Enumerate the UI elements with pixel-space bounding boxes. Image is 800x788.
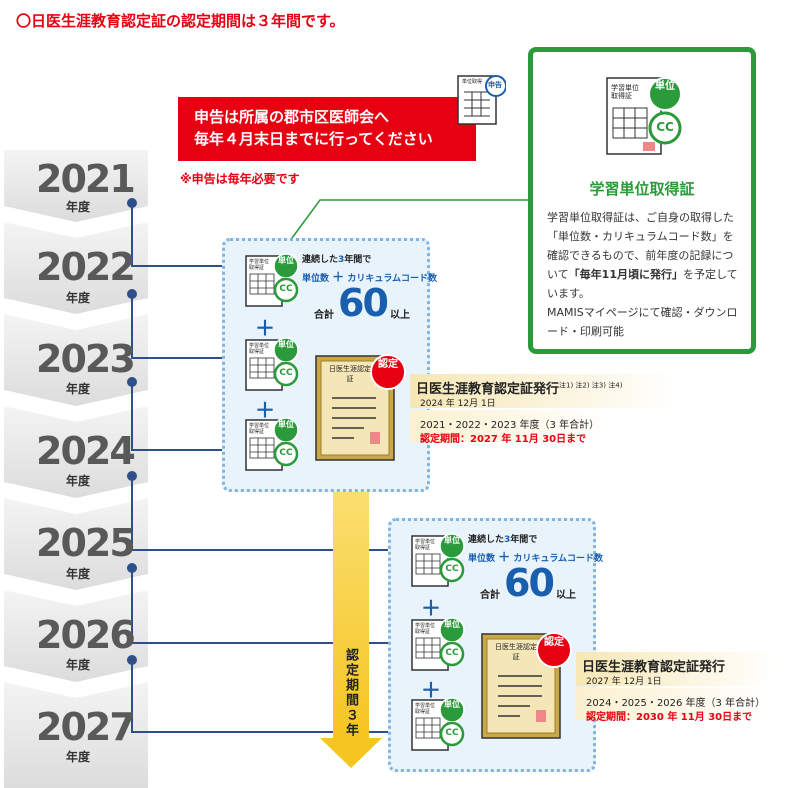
learning-cert-text: 学習単位取得証は、ご自身の取得した「単位数・カリキュラムコード数」を確認できるも… [547, 211, 738, 338]
year-unit: 年度 [66, 658, 91, 672]
unit-card: 学習単位取得証 単位 CC [244, 334, 300, 394]
icon-label: 学習単位取得証 [611, 84, 639, 100]
year-unit: 年度 [66, 567, 91, 581]
cycle-2-total-suffix: 以上 [556, 590, 576, 601]
unit-card: 学習単位取得証 単位 CC [244, 250, 300, 310]
cycle-1-issue-date: 2024 年 12月 1日 [420, 399, 496, 409]
year-2027: 2027 [36, 705, 136, 749]
badge-top: 単位 [655, 81, 675, 92]
chevron-2026 [4, 590, 148, 682]
cycle-1-issue-head [410, 374, 678, 408]
plus-icon: ＋ [255, 316, 275, 340]
seal: 認定 [378, 359, 398, 370]
unit-card: 学習単位取得証 単位 CC [410, 694, 466, 754]
year-2024: 2024 [36, 429, 136, 473]
plus-icon: ＋ [421, 678, 441, 702]
cert-doc-label: 日医生涯認定証 [495, 643, 537, 661]
year-2021: 2021 [36, 157, 136, 201]
year-unit: 年度 [66, 200, 91, 214]
cycle-2-criteria: 単位数 ＋ カリキュラムコード数 [468, 550, 604, 564]
cycle-1-issue-body [410, 410, 608, 442]
banner-line-2: 毎年４月末日までに行ってください [194, 130, 433, 148]
learning-cert-panel: 学習単位取得証 単位 CC 学習単位取得証 学習単位取得証は、ご自身の取得した「… [528, 47, 756, 354]
cycle-2-total-label: 合計 [480, 590, 500, 601]
badge-cc: CC [656, 120, 674, 134]
chevron-2023 [4, 314, 148, 406]
cycle-2-issue-body [576, 688, 772, 720]
form-label: 単位取得 [462, 79, 483, 85]
year-2023: 2023 [36, 337, 136, 381]
plus-icon: ＋ [421, 596, 441, 620]
unit-card: 学習単位取得証 単位 CC [244, 414, 300, 474]
application-banner: 申告は所属の郡市区医師会へ 毎年４月末日までに行ってください [178, 97, 476, 161]
cycle-2-period: 認定期間：2030 年 11月 30日まで [586, 712, 753, 723]
cycle-1-issue-title: 日医生涯教育認定証発行注1) 注2) 注3) 注4) [416, 381, 623, 397]
learning-cert-icon: 学習単位取得証 単位 CC [603, 74, 683, 172]
chevron-2024 [4, 406, 148, 498]
unit-card: 学習単位取得証 単位 CC [410, 614, 466, 674]
plus-icon: ＋ [255, 398, 275, 422]
cycle-1-criteria: 単位数 ＋ カリキュラムコード数 [302, 270, 438, 284]
cycle-1-certificate: 日医生涯認定証 認定 [314, 354, 414, 464]
cert-doc-label: 日医生涯認定証 [329, 365, 371, 383]
seal: 認定 [544, 637, 564, 648]
cycle-2-issue-date: 2027 年 12月 1日 [586, 677, 662, 687]
page-title: 〇日医生涯教育認定証の認定期間は３年間です。 [16, 12, 345, 30]
cycle-1-total-suffix: 以上 [390, 310, 410, 321]
cycle-1-years: 2021・2022・2023 年度（3 年合計） [420, 420, 600, 431]
year-unit: 年度 [66, 382, 91, 396]
period-arrow [320, 460, 382, 768]
cycle-2-certificate: 日医生涯認定証 認定 [480, 632, 580, 742]
year-2022: 2022 [36, 245, 136, 289]
application-form-icon: 単位取得 申告 [456, 72, 507, 126]
chevron-2027 [4, 682, 148, 788]
cycle-1-consecutive: 連続した3年間で [302, 255, 372, 265]
application-note: ※申告は毎年必要です [180, 172, 300, 186]
learning-cert-title: 学習単位取得証 [589, 180, 695, 198]
chevron-2025 [4, 498, 148, 590]
unit-card: 学習単位取得証 単位 CC [410, 530, 466, 590]
connector-lines [131, 203, 410, 733]
form-tag: 申告 [488, 81, 502, 89]
cycle-2-issue-head [576, 652, 776, 686]
period-arrow-label: 認定期間３年 [343, 648, 358, 738]
connector-dots [127, 198, 137, 665]
year-2026: 2026 [36, 613, 136, 657]
year-unit: 年度 [66, 750, 91, 764]
cycle-1-total-label: 合計 [314, 310, 334, 321]
chevron-2021 [4, 150, 148, 222]
cycle-1-period: 認定期間：2027 年 11月 30日まで [420, 434, 587, 445]
cycle-1-total-value: 60 [338, 281, 389, 325]
year-unit: 年度 [66, 291, 91, 305]
cycle-2-issue-title: 日医生涯教育認定証発行 [582, 660, 726, 675]
chevron-2022 [4, 222, 148, 314]
cycle-2-total-value: 60 [504, 561, 555, 605]
banner-line-1: 申告は所属の郡市区医師会へ [194, 108, 390, 126]
cycle-2-years: 2024・2025・2026 年度（3 年合計） [586, 698, 766, 709]
year-2025: 2025 [36, 521, 136, 565]
year-unit: 年度 [66, 474, 91, 488]
cycle-2-consecutive: 連続した3年間で [468, 535, 538, 545]
